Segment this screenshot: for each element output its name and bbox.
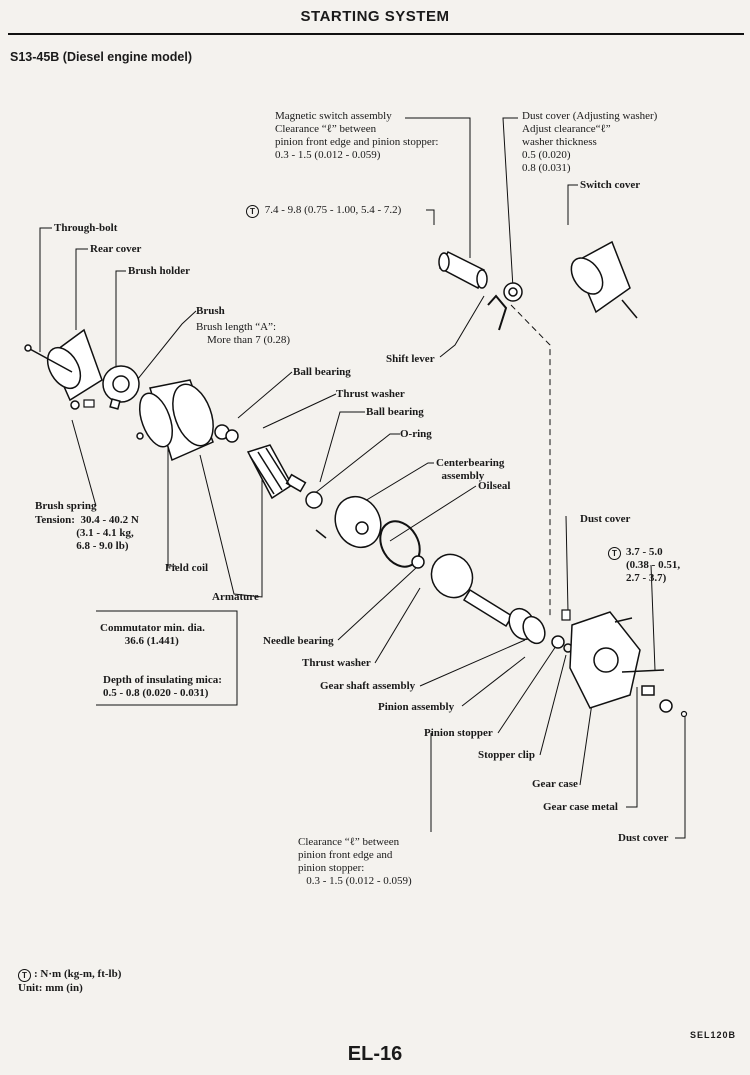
label-brush-spring: Brush spring [35, 500, 97, 512]
rear-cover-part [24, 328, 103, 402]
label-gear-shaft: Gear shaft assembly [320, 680, 416, 692]
label-torque-switch: T 7.4 - 9.8 (0.75 - 1.00, 5.4 - 7.2) [246, 204, 401, 218]
dust-cover-part [659, 699, 673, 713]
label-shift-lever: Shift lever [386, 353, 435, 365]
legend-torque-units: : N·m (kg-m, ft-lb) [34, 968, 122, 980]
label-field-coil: Field coil [165, 562, 209, 574]
page-number: EL-16 [347, 1043, 403, 1065]
label-dust-cover-adjusting: Dust cover (Adjusting washer) Adjust cle… [522, 110, 658, 174]
label-through-bolt: Through-bolt [54, 222, 118, 234]
label-clearance-bottom: Clearance “ℓ” between pinion front edge … [298, 836, 412, 887]
torque-symbol-icon: T [608, 547, 621, 560]
armature-part [246, 444, 307, 500]
torque-symbol-icon: T [246, 205, 259, 218]
label-pinion-assembly: Pinion assembly [378, 701, 455, 713]
label-brush-holder: Brush holder [128, 265, 191, 277]
label-commutator: Commutator min. dia. 36.6 (1.441) [100, 622, 205, 647]
label-magnetic-switch: Magnetic switch assembly Clearance “ℓ” b… [275, 110, 439, 161]
label-gear-case-metal: Gear case metal [543, 801, 618, 813]
gear-shaft-part [411, 553, 514, 628]
thrust-washer-part [225, 429, 239, 443]
centerbearing-part [315, 495, 382, 549]
header-rule [8, 33, 744, 35]
label-pinion-stopper: Pinion stopper [424, 727, 493, 739]
gear-case-part [569, 611, 665, 709]
torque-symbol-icon: T [18, 969, 31, 982]
label-needle-bearing: Needle bearing [263, 635, 334, 647]
gear-case-metal-part [641, 685, 655, 696]
pinion-stopper-part [551, 635, 565, 649]
label-ball-bearing-1: Ball bearing [293, 366, 351, 378]
legend-unit: Unit: mm (in) [18, 982, 83, 994]
label-oilseal: Oilseal [478, 480, 511, 492]
page-header-title: STARTING SYSTEM [300, 8, 450, 25]
pinion-assembly-part [508, 607, 546, 645]
label-brush: Brush [196, 305, 225, 317]
label-ball-bearing-2: Ball bearing [366, 406, 424, 418]
label-tension: Tension: 30.4 - 40.2 N (3.1 - 4.1 kg, 6.… [35, 514, 139, 552]
label-switch-cover: Switch cover [580, 179, 641, 191]
legend: T: N·m (kg-m, ft-lb) Unit: mm (in) [18, 968, 121, 995]
shift-lever-part [487, 294, 508, 331]
label-rear-cover: Rear cover [90, 243, 142, 255]
brush-spring-part [70, 400, 80, 410]
ball-bearing-2-part [305, 491, 323, 509]
figure-code: SEL120B [689, 1030, 736, 1040]
brush-part [83, 399, 95, 408]
brush-holder-part [102, 365, 140, 410]
label-dust-cover-3: Dust cover [618, 832, 669, 844]
label-dust-cover-2: Dust cover [580, 513, 631, 525]
switch-cover-part [570, 240, 638, 319]
label-thrust-washer-2: Thrust washer [302, 657, 371, 669]
label-gear-case: Gear case [532, 778, 578, 790]
label-insulating-mica: Depth of insulating mica: 0.5 - 0.8 (0.0… [103, 674, 222, 699]
label-stopper-clip: Stopper clip [478, 749, 535, 761]
label-armature: Armature [212, 591, 259, 603]
magnetic-switch-part [438, 250, 523, 302]
label-brush-length: Brush length “A”: More than 7 (0.28) [196, 321, 291, 346]
label-centerbearing: Centerbearing assembly [436, 457, 505, 482]
label-o-ring: O-ring [400, 428, 432, 440]
label-thrust-washer-1: Thrust washer [336, 388, 405, 400]
field-coil-part [136, 379, 214, 462]
section-title: S13-45B (Diesel engine model) [10, 50, 193, 64]
